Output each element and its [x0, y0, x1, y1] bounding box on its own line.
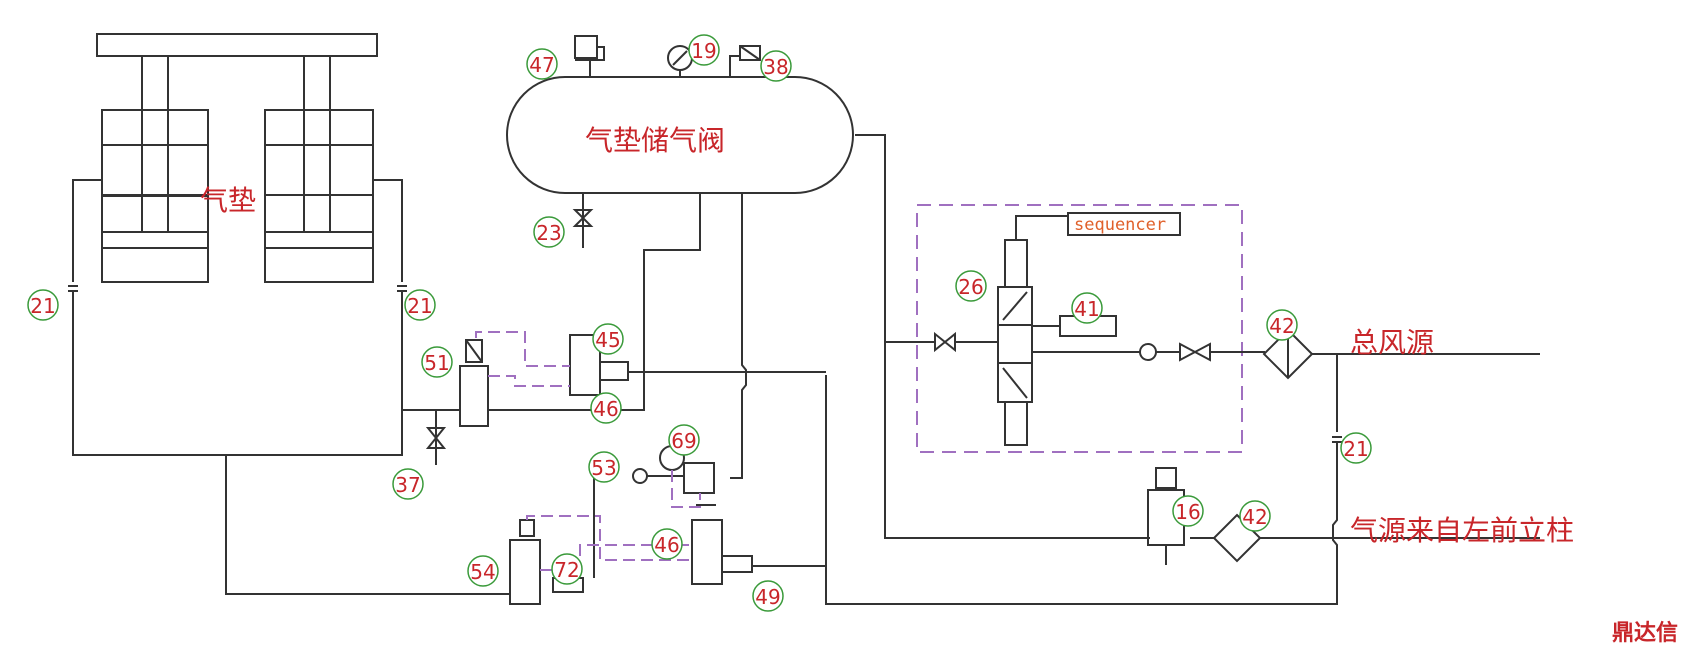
- svg-text:42: 42: [1269, 314, 1294, 338]
- callout-21-right: 21: [404, 289, 436, 321]
- callout-41: 41: [1071, 292, 1103, 324]
- svg-text:16: 16: [1175, 500, 1200, 524]
- tank-body: [506, 76, 854, 194]
- air-source-label: 气源来自左前立柱: [1350, 514, 1574, 547]
- main-air-line: [825, 328, 1540, 605]
- svg-text:47: 47: [529, 53, 554, 77]
- svg-text:51: 51: [424, 351, 449, 375]
- callout-26: 26: [955, 270, 987, 302]
- cushion-top-plate: [96, 33, 378, 57]
- svg-text:53: 53: [591, 456, 616, 480]
- callout-54: 54: [467, 555, 499, 587]
- valve-49: [691, 519, 723, 585]
- svg-text:38: 38: [763, 55, 788, 79]
- svg-text:41: 41: [1074, 297, 1099, 321]
- svg-text:37: 37: [395, 473, 420, 497]
- svg-text:45: 45: [595, 328, 620, 352]
- callout-47: 47: [526, 48, 558, 80]
- callout-51: 51: [421, 346, 453, 378]
- svg-text:46: 46: [654, 533, 679, 557]
- air-cushion-assembly: [68, 33, 510, 595]
- valve-69: [683, 462, 715, 494]
- callout-49: 49: [752, 580, 784, 612]
- callout-69: 69: [668, 424, 700, 456]
- sequencer-group: sequencer: [885, 204, 1265, 453]
- valve-54: [509, 539, 541, 605]
- callout-45: 45: [592, 323, 624, 355]
- valve-51: [459, 365, 489, 427]
- svg-text:69: 69: [671, 429, 696, 453]
- svg-text:72: 72: [554, 558, 579, 582]
- svg-text:21: 21: [407, 294, 432, 318]
- svg-text:54: 54: [470, 560, 495, 584]
- callout-53: 53: [588, 451, 620, 483]
- callout-21-main: 21: [1340, 432, 1372, 464]
- callout-38: 38: [760, 50, 792, 82]
- cushion-label: 气垫: [200, 184, 256, 217]
- svg-text:26: 26: [958, 275, 983, 299]
- svg-text:23: 23: [536, 221, 561, 245]
- svg-text:42: 42: [1242, 505, 1267, 529]
- svg-text:21: 21: [30, 294, 55, 318]
- tank-label: 气垫储气阀: [585, 124, 725, 157]
- callout-19: 19: [688, 34, 720, 66]
- air-tank: [506, 35, 1150, 539]
- callout-42-top: 42: [1266, 309, 1298, 341]
- svg-text:46: 46: [593, 397, 618, 421]
- callout-46-top: 46: [590, 392, 622, 424]
- callout-37: 37: [392, 468, 424, 500]
- callout-23: 23: [533, 216, 565, 248]
- main-air-label: 总风源: [1350, 326, 1434, 359]
- callouts: 47 19 38 23 21 21 21 26 41 42 42 51 45 4…: [27, 34, 1372, 612]
- sequencer-label: sequencer: [1074, 215, 1166, 235]
- callout-21-left: 21: [27, 289, 59, 321]
- callout-16: 16: [1172, 495, 1204, 527]
- cushion-right: [264, 56, 374, 283]
- watermark-logo: 鼎达信: [1612, 620, 1678, 646]
- callout-46-bottom: 46: [651, 528, 683, 560]
- cushion-left: [101, 56, 209, 283]
- svg-text:19: 19: [691, 39, 716, 63]
- callout-72: 72: [551, 553, 583, 585]
- svg-text:49: 49: [755, 585, 780, 609]
- callout-42-bottom: 42: [1239, 500, 1271, 532]
- svg-text:21: 21: [1343, 437, 1368, 461]
